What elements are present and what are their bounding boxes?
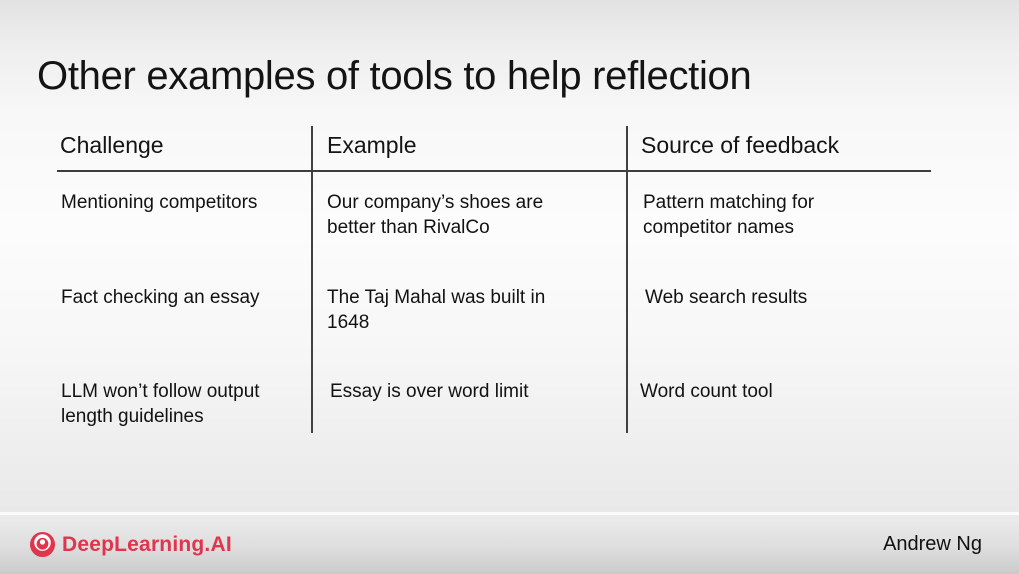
header-divider [57,170,931,172]
cell-source-row1: Pattern matching for competitor names [643,192,815,238]
column-divider-2 [626,126,628,433]
cell-example-row1: Our company’s shoes are better than Riva… [327,192,544,238]
cell-example-row3: Essay is over word limit [330,381,529,402]
footer-bar: DeepLearning.AI Andrew Ng [0,512,1019,574]
column-header-source: Source of feedback [641,132,840,158]
cell-challenge-row1: Mentioning competitors [61,192,258,213]
author-name: Andrew Ng [883,533,982,555]
cell-example-row2: The Taj Mahal was built in 1648 [327,287,546,333]
deeplearning-brand: DeepLearning.AI [29,531,232,558]
column-header-challenge: Challenge [60,132,164,158]
deeplearning-logo-icon [29,531,56,558]
column-header-example: Example [327,132,417,158]
cell-challenge-row3: LLM won’t follow output length guideline… [61,381,260,427]
brand-wordmark: DeepLearning.AI [62,532,232,556]
page-title: Other examples of tools to help reflecti… [37,53,752,98]
cell-challenge-row2: Fact checking an essay [61,287,260,308]
column-divider-1 [311,126,313,433]
cell-source-row2: Web search results [645,287,808,308]
cell-source-row3: Word count tool [640,381,773,402]
